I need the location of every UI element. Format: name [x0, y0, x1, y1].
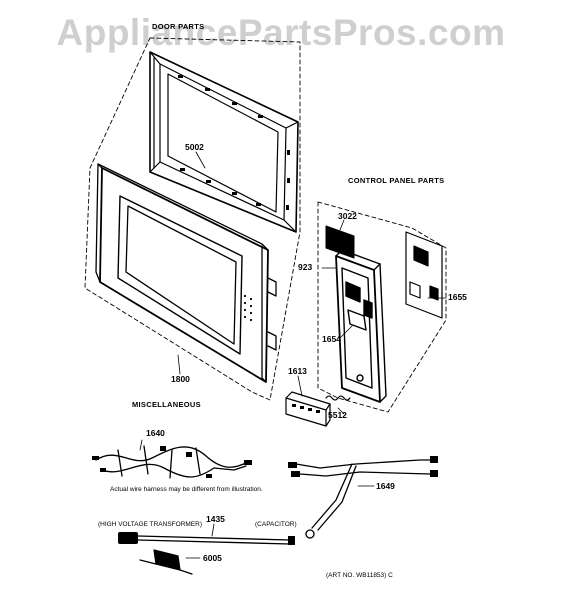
wire-assembly-1649	[295, 459, 433, 539]
membrane-3022	[325, 225, 355, 259]
part-label-5002: 5002	[185, 142, 204, 152]
door-frame-5002	[149, 51, 299, 233]
part-label-3022: 3022	[338, 211, 357, 221]
door-assembly-1800	[95, 163, 277, 383]
hv-wire-ends	[118, 532, 295, 545]
section-control-panel-parts: CONTROL PANEL PARTS	[348, 176, 445, 185]
hv-transformer-label: (HIGH VOLTAGE TRANSFORMER)	[98, 521, 203, 528]
harness-note: Actual wire harness may be different fro…	[110, 486, 263, 493]
section-miscellaneous: MISCELLANEOUS	[132, 400, 201, 409]
leader-1435	[211, 523, 215, 537]
leader-5512	[337, 407, 345, 415]
spring-5512	[325, 395, 351, 401]
part-label-1800: 1800	[171, 374, 190, 384]
switch-buttons	[292, 404, 320, 413]
door-vent-holes	[243, 294, 253, 322]
part-label-1613: 1613	[288, 366, 307, 376]
leader-1800	[177, 354, 181, 375]
part-label-1649: 1649	[376, 481, 395, 491]
capacitor-label: (CAPACITOR)	[255, 521, 297, 528]
art-number: (ART NO. WB11853) C	[326, 572, 393, 579]
leader-1640	[139, 439, 143, 451]
part-label-5512: 5512	[328, 410, 347, 420]
part-label-923: 923	[298, 262, 313, 272]
diode-6005	[139, 549, 193, 575]
section-door-parts: DOOR PARTS	[152, 22, 205, 31]
wire-harness-1640	[95, 445, 249, 479]
door-group-outline	[84, 37, 301, 401]
hv-wire-1435	[137, 535, 291, 545]
part-label-6005: 6005	[203, 553, 222, 563]
circuit-board-1655	[405, 231, 443, 319]
part-label-1654: 1654	[322, 334, 341, 344]
part-label-1435: 1435	[206, 514, 225, 524]
leader-3022	[339, 219, 345, 231]
part-label-1655: 1655	[448, 292, 467, 302]
door-frame-tabs	[178, 75, 290, 210]
leader-1654	[339, 325, 353, 339]
leader-1613	[297, 375, 303, 397]
leader-5002	[195, 151, 206, 169]
wire-1649-terminals	[288, 456, 438, 477]
control-group-outline	[317, 201, 447, 413]
harness-connectors	[92, 446, 252, 478]
control-panel-923	[335, 249, 387, 403]
switch-1613	[285, 391, 331, 427]
part-label-1640: 1640	[146, 428, 165, 438]
